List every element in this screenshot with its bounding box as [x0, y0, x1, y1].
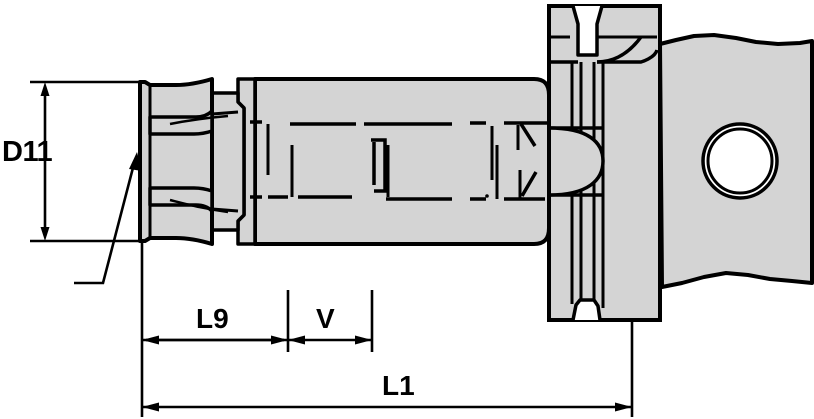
collet-nut	[138, 77, 214, 246]
collet-taper-lines	[169, 114, 229, 214]
body-bore-lines	[250, 120, 547, 201]
flange-groove-bottom	[571, 298, 602, 321]
collet-leader-line	[74, 152, 142, 285]
dim-extension-lines	[140, 243, 634, 417]
dim-l9	[142, 335, 288, 345]
dimension-label-l1: L1	[382, 370, 415, 401]
dim-d11	[30, 80, 142, 243]
dimension-label-l9: L9	[196, 303, 229, 334]
dim-v	[288, 335, 372, 345]
flange-section-lines	[548, 62, 605, 308]
chuck-body	[236, 77, 551, 246]
dim-l1	[142, 402, 632, 412]
dimension-label-v: V	[316, 303, 335, 334]
collet-nut-groove-bottom	[148, 186, 214, 213]
dimension-label-d11: D11	[2, 136, 53, 168]
drive-hole-icon	[701, 122, 779, 200]
